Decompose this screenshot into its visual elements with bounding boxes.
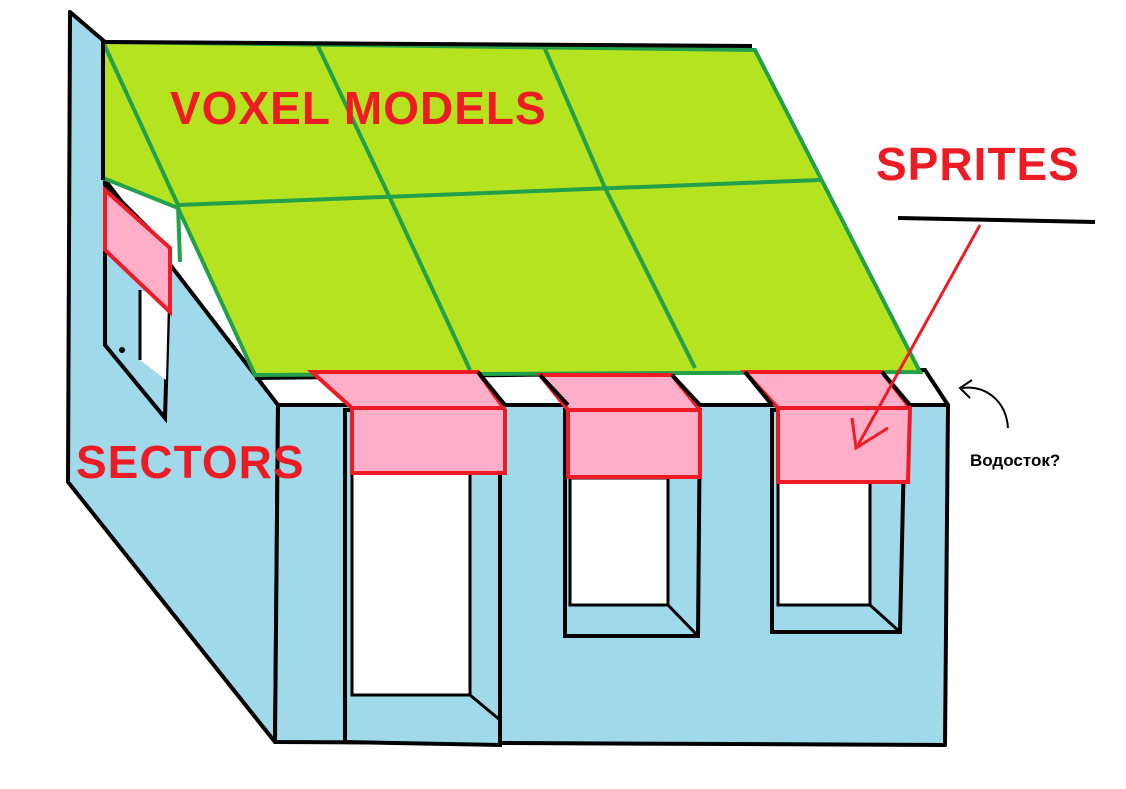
eave-outlines	[476, 370, 912, 407]
middle-window-opening	[568, 476, 670, 607]
right-window-opening	[776, 478, 872, 607]
label-sectors: SECTORS	[76, 436, 305, 488]
label-sprites: SPRITES	[876, 138, 1080, 190]
label-gutter-question: Водосток?	[970, 451, 1060, 470]
middle-window-sill	[666, 603, 700, 638]
roof-top-outline	[102, 40, 753, 48]
sprites-arrow-shaft	[856, 224, 982, 446]
curved-arrow-head	[958, 379, 973, 399]
curved-arrow-icon	[961, 386, 1009, 429]
label-voxel-models: VOXEL MODELS	[170, 82, 547, 134]
front-sprites	[306, 370, 913, 484]
door-opening	[350, 468, 472, 697]
right-window-sill	[868, 603, 902, 634]
red-arrow-icon	[850, 417, 889, 451]
door-sill	[469, 693, 501, 722]
side-sprite-tile	[103, 185, 172, 317]
side-window-opening	[140, 290, 168, 380]
sprites-underline	[897, 216, 1096, 224]
roof	[103, 42, 920, 375]
side-window-dot	[119, 347, 125, 353]
